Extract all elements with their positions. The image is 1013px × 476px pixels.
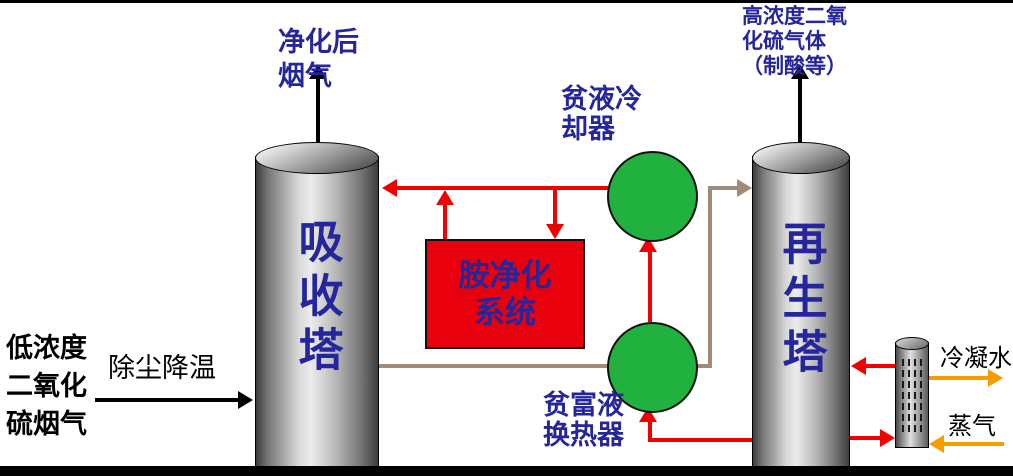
condensate-label: 冷凝水 bbox=[940, 346, 1012, 372]
top-border bbox=[0, 0, 1013, 3]
reboiler-return-line bbox=[866, 364, 895, 368]
regenerator-tower: 再生塔 bbox=[752, 142, 850, 466]
amine-system-return-line bbox=[443, 205, 447, 240]
regenerator-body bbox=[752, 156, 850, 466]
amine-system-feed-line bbox=[553, 188, 557, 224]
lean-interstage-line bbox=[648, 252, 652, 322]
heat-exchanger-circle bbox=[607, 322, 698, 413]
so2-product-label: 高浓度二氧 化硫气体 （制酸等） bbox=[742, 4, 847, 78]
lean-cooler-circle bbox=[607, 151, 698, 242]
reboiler-feed-line bbox=[850, 436, 880, 440]
purified-gas-label: 净化后 烟气 bbox=[278, 27, 359, 91]
reboiler-top-ellipse bbox=[895, 337, 929, 350]
absorber-top-ellipse bbox=[255, 142, 379, 174]
rich-amine-line-top bbox=[708, 186, 737, 190]
condensate-line bbox=[929, 376, 988, 380]
rich-amine-arrowhead bbox=[737, 179, 752, 197]
lean-return-line bbox=[397, 186, 610, 190]
reboiler-body bbox=[895, 342, 929, 448]
absorber-body bbox=[255, 156, 379, 466]
lean-cooler-label: 贫液冷 却器 bbox=[561, 84, 642, 145]
condensate-arrowhead bbox=[988, 369, 1003, 387]
amine-system-feed-arrowhead bbox=[546, 224, 564, 239]
regenerator-label: 再生塔 bbox=[775, 220, 826, 382]
reboiler-tube bbox=[920, 359, 922, 433]
purified-gas-line bbox=[316, 79, 320, 142]
feed-gas-label: 低浓度 二氧化 硫烟气 bbox=[6, 333, 87, 439]
heat-exchanger-label: 贫富液 换热器 bbox=[543, 390, 624, 451]
purified-gas-arrowhead bbox=[309, 64, 327, 79]
amine-system-return-arrowhead bbox=[436, 190, 454, 205]
reboiler-tube bbox=[908, 359, 910, 433]
steam-line bbox=[944, 442, 1004, 446]
rich-amine-line-horizontal bbox=[379, 364, 712, 368]
lean-return-arrowhead bbox=[382, 179, 397, 197]
bottom-border bbox=[0, 466, 1013, 476]
amine-system-box: 胺净化 系统 bbox=[425, 239, 585, 349]
lean-outlet-line-horizontal bbox=[648, 438, 752, 442]
absorber-tower: 吸收塔 bbox=[255, 142, 379, 466]
reboiler bbox=[895, 337, 929, 448]
amine-system-label: 胺净化 系统 bbox=[458, 257, 552, 330]
feed-gas-arrowhead bbox=[238, 391, 253, 409]
lean-outlet-line-vertical bbox=[648, 422, 652, 440]
reboiler-return-arrowhead bbox=[851, 357, 866, 375]
rich-amine-line-vertical bbox=[708, 186, 712, 368]
reboiler-feed-arrowhead bbox=[880, 429, 895, 447]
steam-label: 蒸气 bbox=[948, 414, 996, 440]
so2-product-line bbox=[798, 79, 802, 142]
regenerator-top-ellipse bbox=[752, 142, 850, 174]
steam-arrowhead bbox=[929, 435, 944, 453]
feed-gas-line bbox=[95, 398, 238, 402]
pretreatment-label: 除尘降温 bbox=[108, 353, 216, 383]
reboiler-tube bbox=[902, 359, 904, 433]
absorber-label: 吸收塔 bbox=[291, 218, 342, 380]
reboiler-tube bbox=[914, 359, 916, 433]
so2-product-arrowhead bbox=[791, 64, 809, 79]
